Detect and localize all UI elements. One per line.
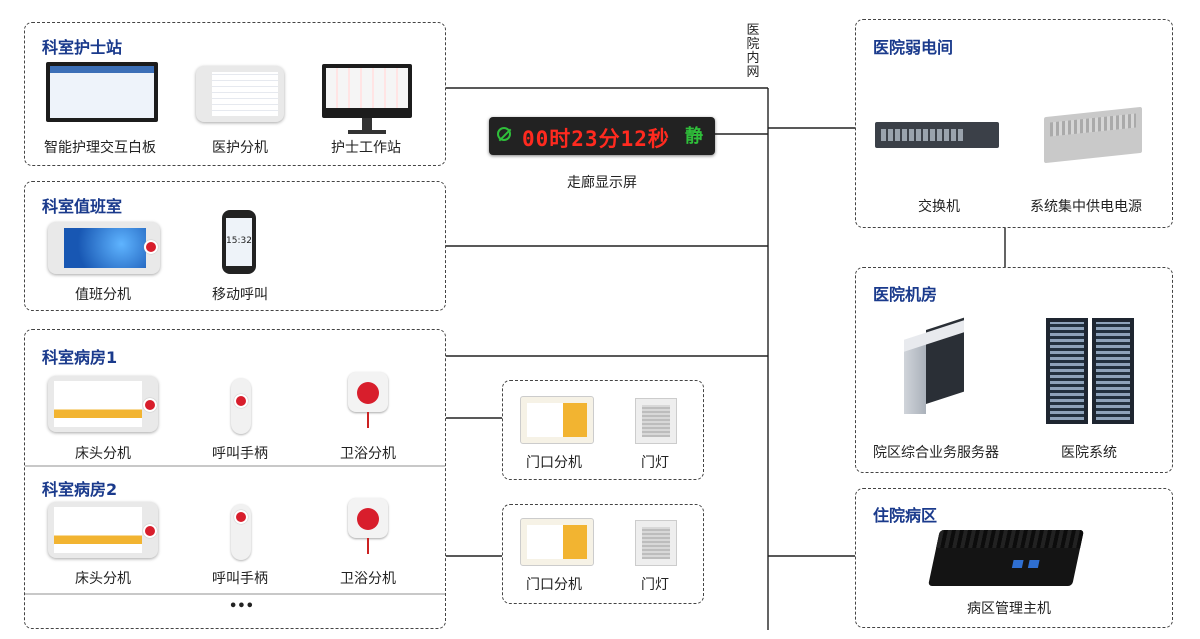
caption-duty-extension: 值班分机: [75, 287, 131, 303]
medical-extension[interactable]: [196, 66, 284, 124]
panel-wards: [24, 329, 446, 629]
bathroom-extension-2[interactable]: [348, 498, 388, 560]
network-label-text: 医院内网: [746, 23, 760, 80]
caption-corridor-display: 走廊显示屏: [567, 175, 637, 191]
ward-separator-1: [25, 465, 445, 467]
caption-bedside-extension-1: 床头分机: [75, 446, 131, 462]
nurse-workstation[interactable]: [322, 64, 412, 136]
panel-title-weak-room: 医院弱电间: [873, 38, 954, 57]
bathroom-2-pull-cord: [367, 538, 369, 554]
caption-smart-whiteboard: 智能护理交互白板: [44, 140, 156, 156]
ward-management-host[interactable]: [928, 530, 1084, 586]
caption-ward-management-host: 病区管理主机: [967, 601, 1051, 617]
more-wards-ellipsis: •••: [229, 599, 254, 614]
caption-business-server: 院区综合业务服务器: [873, 445, 999, 461]
whiteboard-screen: [46, 62, 158, 122]
server-rack-left[interactable]: [1046, 318, 1088, 424]
panel-machine-room: [855, 267, 1173, 473]
door-lamp-2[interactable]: [635, 520, 677, 566]
caption-bathroom-extension-1: 卫浴分机: [340, 446, 396, 462]
mobile-caller-time: 15:32: [226, 236, 252, 246]
caption-bedside-extension-2: 床头分机: [75, 571, 131, 587]
medical-extension-body: [196, 66, 284, 122]
bedside-1-call-button: [143, 398, 157, 412]
call-handle-2[interactable]: [231, 504, 251, 560]
caption-door-lamp-1: 门灯: [641, 455, 669, 471]
bedside-extension-2[interactable]: [48, 502, 158, 560]
door-extension-2[interactable]: [520, 518, 594, 566]
caption-network-switch: 交换机: [918, 199, 960, 215]
bedside-extension-1[interactable]: [48, 376, 158, 434]
panel-title-machine-room: 医院机房: [873, 285, 938, 304]
caption-door-extension-1: 门口分机: [526, 455, 582, 471]
door-extension-2-body: [520, 518, 594, 566]
panel-door-2: [502, 504, 704, 604]
bathroom-extension-2-body: [348, 498, 388, 538]
caption-nurse-workstation: 护士工作站: [331, 140, 401, 156]
bedside-extension-1-body: [48, 376, 158, 432]
caption-hospital-system: 医院系统: [1061, 445, 1117, 461]
panel-title-duty-room: 科室值班室: [42, 197, 123, 216]
mobile-caller-body: 15:32: [222, 210, 256, 274]
no-sound-icon: [497, 127, 512, 142]
duty-extension-body: [48, 222, 160, 274]
caption-call-handle-2: 呼叫手柄: [212, 571, 268, 587]
bathroom-1-pull-cord: [367, 412, 369, 428]
door-extension-1-body: [520, 396, 594, 444]
duty-extension[interactable]: [48, 222, 160, 276]
caption-call-handle-1: 呼叫手柄: [212, 446, 268, 462]
bedside-extension-2-body: [48, 502, 158, 558]
caption-door-extension-2: 门口分机: [526, 577, 582, 593]
quiet-sign: 静: [685, 126, 703, 147]
bathroom-extension-1-body: [348, 372, 388, 412]
bathroom-extension-1[interactable]: [348, 372, 388, 434]
call-handle-2-button: [234, 510, 248, 524]
panel-title-ward2: 科室病房2: [42, 480, 118, 499]
duty-call-button: [144, 240, 158, 254]
caption-bathroom-extension-2: 卫浴分机: [340, 571, 396, 587]
caption-mobile-caller: 移动呼叫: [212, 287, 268, 303]
panel-title-inpatient: 住院病区: [873, 506, 938, 525]
server-rack-right[interactable]: [1092, 318, 1134, 424]
caption-door-lamp-2: 门灯: [641, 577, 669, 593]
panel-title-nurse-station: 科室护士站: [42, 38, 123, 57]
ward-separator-2: [25, 593, 445, 595]
door-lamp-1[interactable]: [635, 398, 677, 444]
network-label: 医院内网: [745, 24, 761, 80]
panel-nurse-station: [24, 22, 446, 166]
business-server[interactable]: [904, 317, 964, 414]
caption-medical-extension: 医护分机: [212, 140, 268, 156]
caption-power-supply: 系统集中供电电源: [1030, 199, 1142, 215]
panel-weak-room: [855, 19, 1173, 228]
panel-inpatient: [855, 488, 1173, 628]
corridor-led-display: 00时23分12秒 静: [489, 117, 715, 155]
panel-title-ward1: 科室病房1: [42, 348, 118, 367]
panel-door-1: [502, 380, 704, 480]
bedside-2-call-button: [143, 524, 157, 538]
network-switch[interactable]: [875, 122, 999, 148]
smart-whiteboard[interactable]: [46, 62, 158, 126]
led-time-text: 00时23分12秒: [522, 127, 670, 151]
workstation-monitor: [322, 64, 412, 118]
panel-duty-room: [24, 181, 446, 311]
call-handle-1-button: [234, 394, 248, 408]
mobile-caller[interactable]: 15:32: [222, 210, 256, 276]
call-handle-1[interactable]: [231, 378, 251, 434]
door-extension-1[interactable]: [520, 396, 594, 444]
